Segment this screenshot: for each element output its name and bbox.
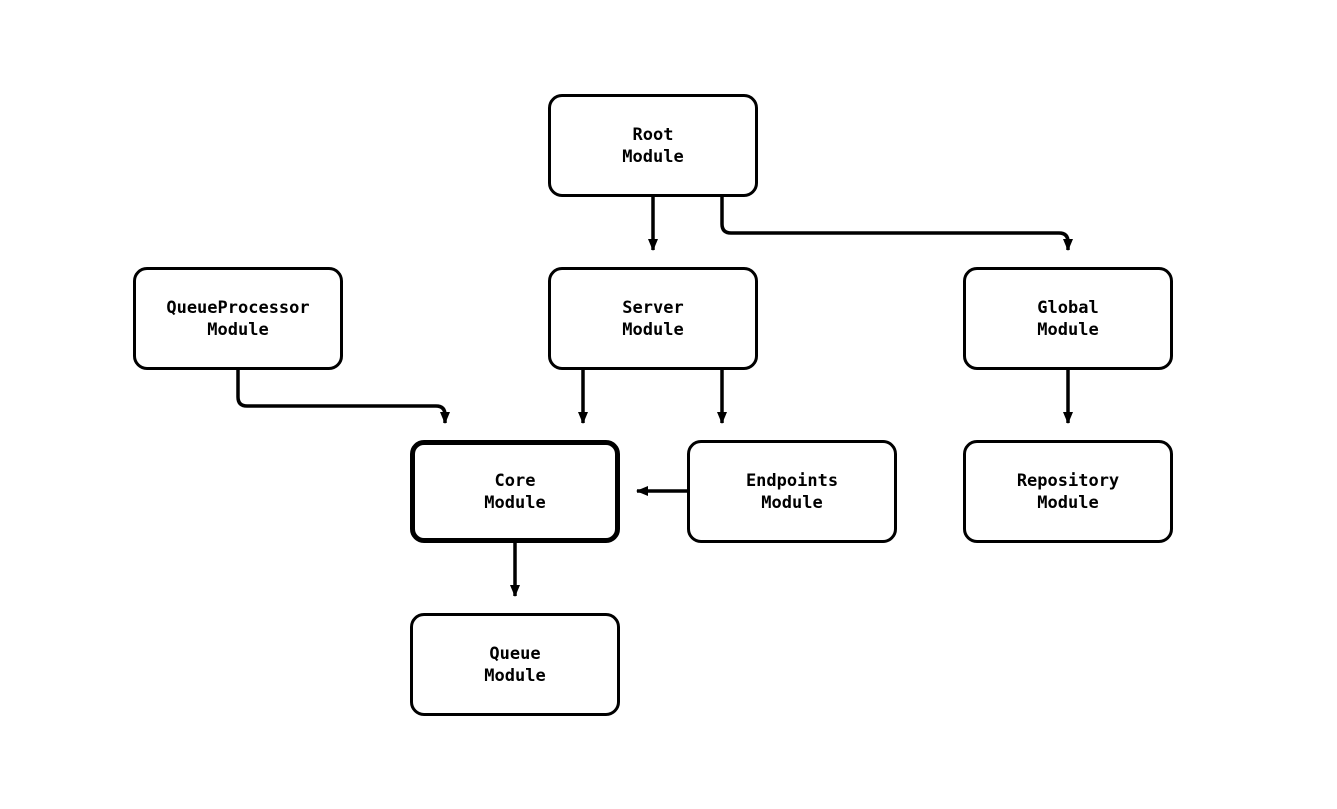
node-server[interactable]: Server Module [548,267,758,370]
node-global-label: Global Module [1037,297,1099,340]
node-queueprocessor-label: QueueProcessor Module [166,297,310,340]
node-repository-label: Repository Module [1016,470,1120,513]
node-server-label: Server Module [622,297,684,340]
node-global[interactable]: Global Module [963,267,1173,370]
node-root[interactable]: Root Module [548,94,758,197]
edge-root-to-global [720,197,1073,251]
edge-queueprocessor-to-core [236,370,450,424]
node-core-label: Core Module [484,470,546,513]
node-core[interactable]: Core Module [410,440,620,543]
node-repository[interactable]: Repository Module [963,440,1173,543]
node-root-label: Root Module [622,124,684,167]
node-endpoints[interactable]: Endpoints Module [687,440,897,543]
node-queue[interactable]: Queue Module [410,613,620,716]
node-queue-label: Queue Module [484,643,546,686]
node-queueprocessor[interactable]: QueueProcessor Module [133,267,343,370]
node-endpoints-label: Endpoints Module [745,470,839,513]
